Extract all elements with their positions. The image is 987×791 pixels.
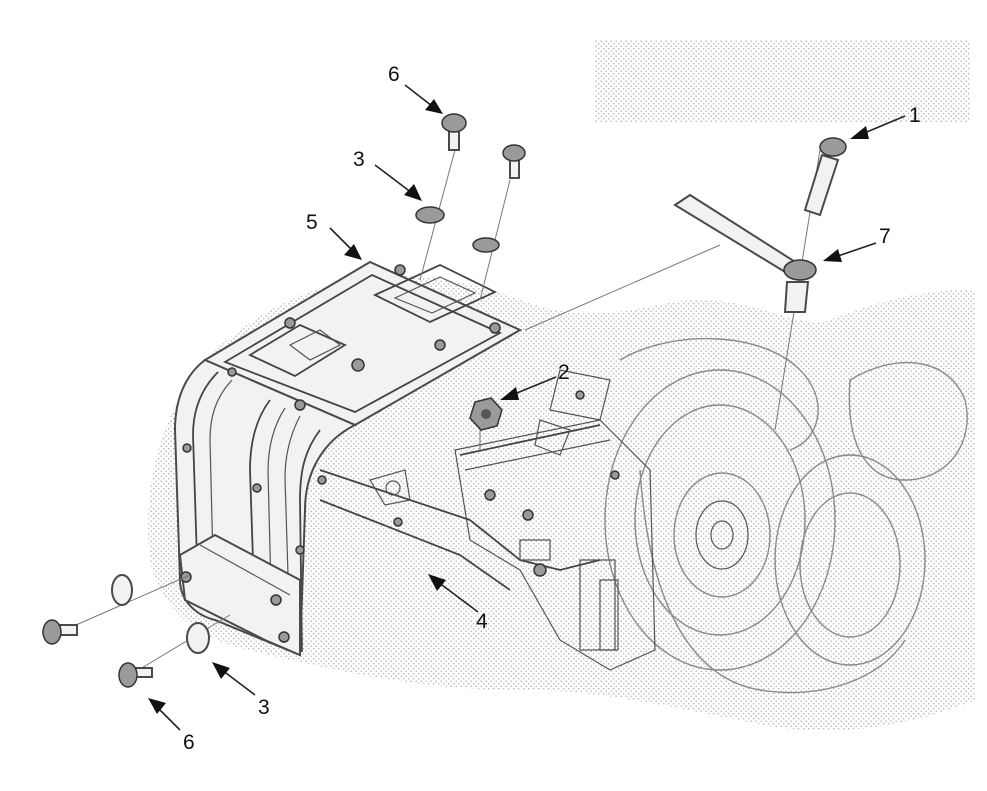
washer-bottom-center bbox=[186, 622, 210, 654]
callout-labels: 1 2 3 3 4 5 6 6 7 bbox=[183, 63, 921, 754]
nut bbox=[469, 397, 503, 431]
bolt-bottom-center bbox=[118, 662, 153, 688]
callout-4: 4 bbox=[476, 610, 488, 633]
engine-assembly bbox=[604, 337, 968, 694]
washer-top-left bbox=[415, 206, 445, 224]
callout-3-bottom: 3 bbox=[258, 696, 270, 719]
callout-3-top: 3 bbox=[353, 148, 365, 171]
mounting-bracket bbox=[173, 260, 523, 657]
callout-7: 7 bbox=[879, 225, 891, 248]
washer-top-right bbox=[472, 237, 500, 253]
callout-1: 1 bbox=[909, 104, 921, 127]
bolt-top-left bbox=[441, 113, 467, 151]
washer-bottom-left bbox=[111, 574, 133, 606]
callout-5: 5 bbox=[306, 211, 318, 234]
callout-2: 2 bbox=[558, 361, 570, 384]
callout-6-top: 6 bbox=[388, 63, 400, 86]
support-arm bbox=[673, 193, 817, 313]
callout-leaders bbox=[148, 84, 906, 731]
bolt-bottom-left bbox=[42, 619, 78, 645]
frame-assembly bbox=[319, 369, 656, 671]
callout-6-bottom: 6 bbox=[183, 731, 195, 754]
fasteners bbox=[42, 113, 847, 688]
bolt-top-right bbox=[502, 144, 526, 179]
long-bolt bbox=[803, 137, 847, 217]
